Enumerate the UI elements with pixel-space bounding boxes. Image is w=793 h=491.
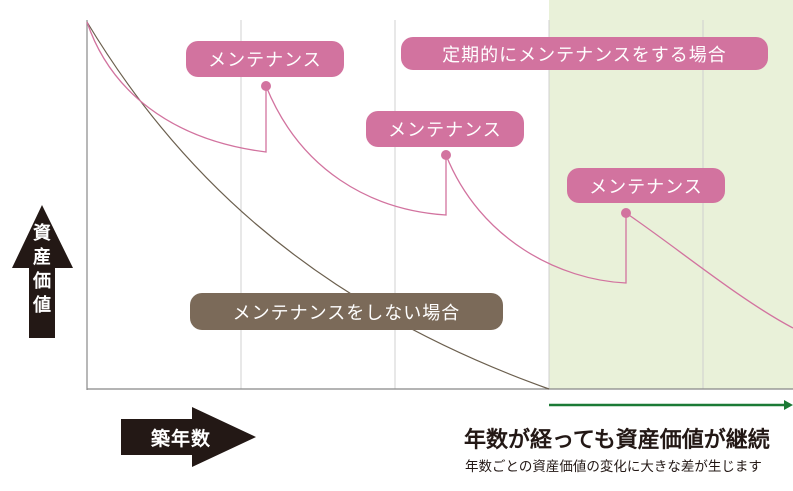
y-axis-label: 資産価値 — [33, 223, 51, 316]
with-maintenance-legend: 定期的にメンテナンスをする場合 — [401, 37, 768, 70]
up-arrow-icon — [12, 205, 73, 338]
maintenance-label-2: メンテナンス — [366, 111, 524, 147]
caption-title: 年数が経っても資産価値が継続 — [464, 428, 770, 453]
x-axis-label: 築年数 — [151, 428, 212, 450]
maintenance-point — [621, 208, 631, 218]
maintenance-point — [261, 81, 271, 91]
maintenance-point — [441, 150, 451, 160]
right-arrow-icon — [121, 407, 256, 467]
no-maintenance-curve — [86, 21, 550, 390]
green-arrow-head — [784, 400, 793, 410]
maintenance-label-3: メンテナンス — [567, 168, 725, 203]
maintenance-label-1: メンテナンス — [186, 41, 344, 77]
without-maintenance-legend: メンテナンスをしない場合 — [190, 293, 503, 330]
caption-subtitle: 年数ごとの資産価値の変化に大きな差が生じます — [465, 459, 762, 475]
maintenance-curve — [86, 21, 793, 329]
